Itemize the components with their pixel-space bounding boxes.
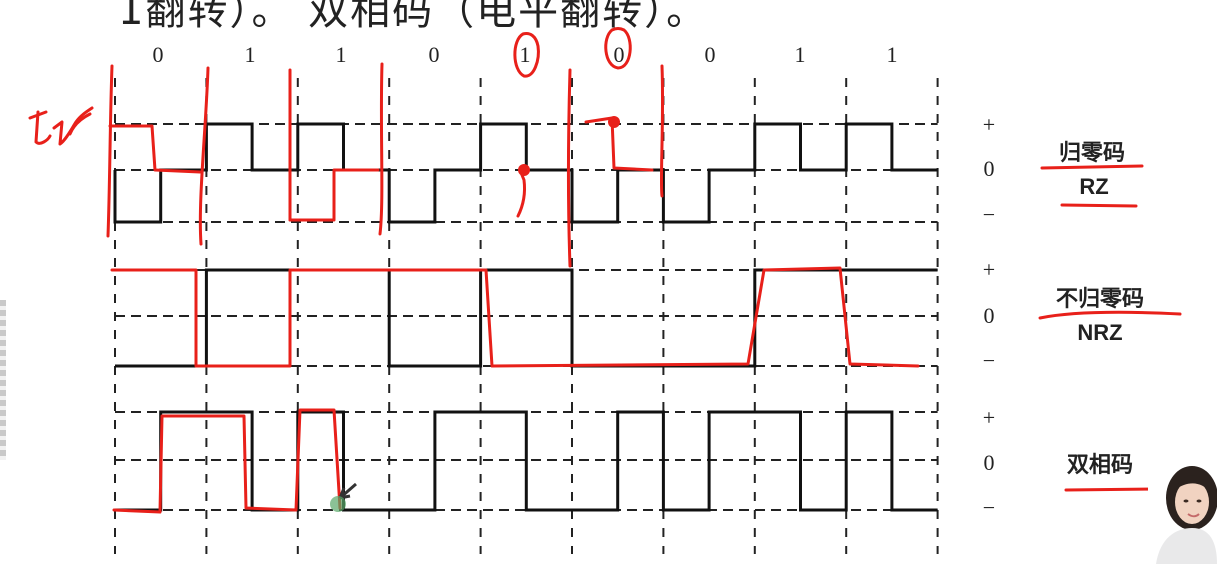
- ink-dot: [608, 116, 620, 128]
- hand-trace: [108, 124, 202, 174]
- heading-text: 1翻转）。 双相码（电平翻转）。: [118, 0, 709, 34]
- bit-label: 1: [336, 42, 347, 67]
- bit-label: 0: [429, 42, 440, 67]
- red-annotations: [106, 27, 920, 514]
- bit-label: 0: [614, 42, 625, 67]
- level-minus: −: [983, 495, 995, 520]
- code-sublabel-rz: RZ: [1079, 174, 1108, 199]
- bit-label: 0: [153, 42, 164, 67]
- hand-trace: [659, 64, 665, 198]
- code-labels: 归零码 RZ 不归零码 NRZ 双相码: [1056, 141, 1144, 478]
- level-labels: + 0 − + 0 − + 0 −: [983, 112, 995, 520]
- code-label-rz: 归零码: [1059, 141, 1125, 166]
- level-plus: +: [983, 112, 995, 137]
- code-sublabel-nrz: NRZ: [1077, 320, 1122, 345]
- presenter-avatar: [1148, 452, 1217, 564]
- hand-trace: [378, 62, 384, 236]
- level-plus: +: [983, 405, 995, 430]
- hand-trace: [584, 116, 654, 172]
- level-zero: 0: [984, 303, 995, 328]
- level-minus: −: [983, 202, 995, 227]
- hand-trace: [110, 266, 920, 368]
- hand-trace: [112, 408, 342, 514]
- ink-dot: [518, 164, 530, 176]
- bit-label: 1: [520, 42, 531, 67]
- code-label-biphase: 双相码: [1067, 453, 1133, 478]
- biphase-waveform: [115, 410, 938, 512]
- rz-waveform: [113, 122, 938, 224]
- label-underlines: [1038, 164, 1182, 492]
- nrz-waveform: [115, 268, 938, 368]
- level-zero: 0: [984, 450, 995, 475]
- code-label-nrz: 不归零码: [1056, 287, 1144, 312]
- hand-trace: [567, 68, 572, 268]
- scrollbar[interactable]: [0, 300, 6, 460]
- bit-label: 0: [705, 42, 716, 67]
- hand-trace: [516, 168, 526, 218]
- hand-trace: [604, 27, 632, 70]
- hand-trace: [106, 64, 114, 238]
- hand-trace: [513, 32, 540, 78]
- signals: [113, 122, 938, 512]
- bit-label: 1: [245, 42, 256, 67]
- hand-trace: [288, 168, 380, 222]
- pen-cursor-icon: [330, 496, 346, 512]
- level-plus: +: [983, 257, 995, 282]
- bit-label: 1: [887, 42, 898, 67]
- bit-label: 1: [795, 42, 806, 67]
- level-zero: 0: [984, 156, 995, 181]
- hand-trace: [198, 66, 210, 246]
- handwritten-annotation: [28, 106, 94, 146]
- level-minus: −: [983, 348, 995, 373]
- bit-labels: 0 1 1 0 1 0 0 1 1: [153, 42, 898, 67]
